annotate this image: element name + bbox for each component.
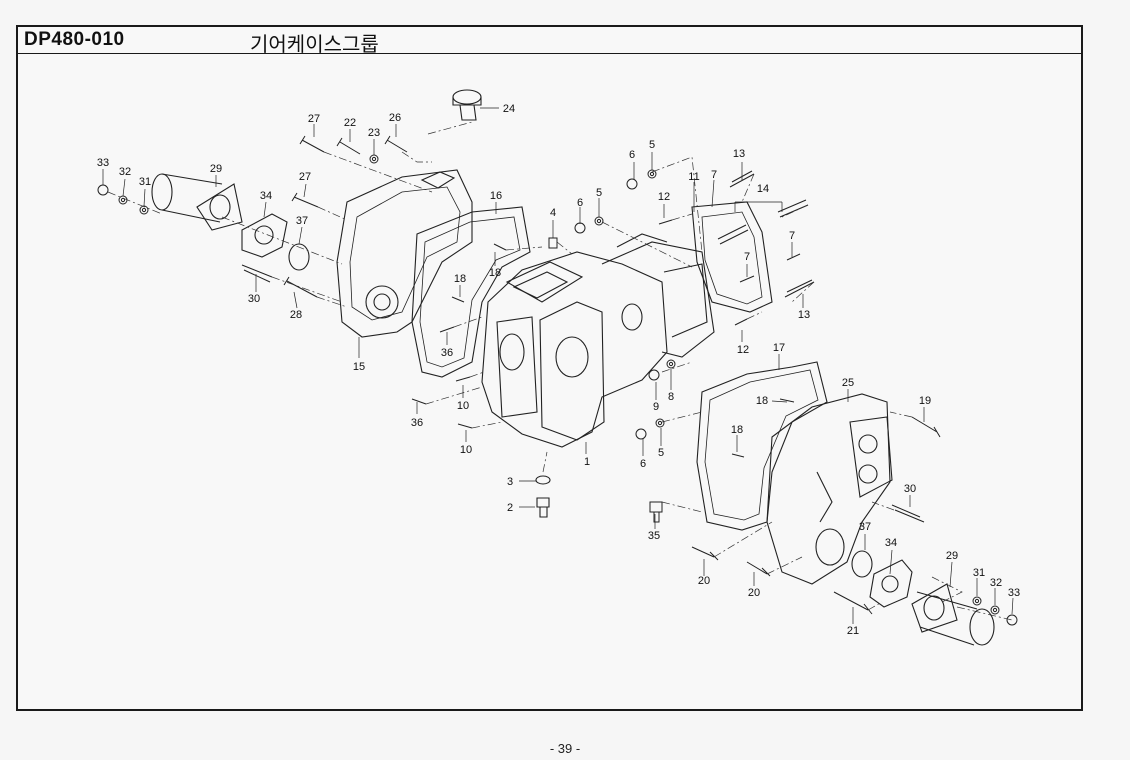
title-bar: DP480-010 기어케이스그룹 bbox=[18, 27, 1081, 56]
callout-32: 32 bbox=[119, 166, 131, 178]
callout-30: 30 bbox=[248, 293, 260, 305]
gasket-part-17 bbox=[696, 361, 828, 531]
o-ring-part-37-right bbox=[851, 550, 873, 578]
page-number: - 39 - bbox=[549, 741, 581, 756]
callout-37: 37 bbox=[296, 215, 308, 227]
callout-34: 34 bbox=[260, 190, 272, 202]
callout-16: 16 bbox=[490, 190, 502, 202]
drain-plug-part-2 bbox=[536, 497, 550, 518]
callout-22: 22 bbox=[344, 117, 356, 129]
callout-7: 7 bbox=[789, 230, 795, 242]
callout-33: 33 bbox=[97, 157, 109, 169]
callout-31: 31 bbox=[139, 176, 151, 188]
callout-25: 25 bbox=[842, 377, 854, 389]
callout-6: 6 bbox=[640, 458, 646, 470]
callout-35: 35 bbox=[648, 530, 660, 542]
callout-33: 33 bbox=[1008, 587, 1020, 599]
callout-28: 28 bbox=[290, 309, 302, 321]
drawing-frame: DP480-010 기어케이스그룹 bbox=[16, 25, 1083, 711]
callout-14: 14 bbox=[757, 183, 769, 195]
o-ring-part-37-left bbox=[288, 243, 310, 271]
callout-7: 7 bbox=[744, 251, 750, 263]
callout-32: 32 bbox=[990, 577, 1002, 589]
callout-20: 20 bbox=[748, 587, 760, 599]
callout-21: 21 bbox=[847, 625, 859, 637]
part-group-title: 기어케이스그룹 bbox=[250, 32, 379, 56]
callout-5: 5 bbox=[658, 447, 664, 459]
callout-18: 18 bbox=[731, 424, 743, 436]
callout-6: 6 bbox=[629, 149, 635, 161]
flange-cover-part-29-left bbox=[151, 173, 243, 231]
callout-3: 3 bbox=[507, 476, 513, 488]
callout-2: 2 bbox=[507, 502, 513, 514]
rear-cover-part-25 bbox=[766, 393, 893, 585]
callout-29: 29 bbox=[946, 550, 958, 562]
callout-12: 12 bbox=[737, 344, 749, 356]
filler-plug-part-24 bbox=[452, 89, 482, 121]
gear-case-housing-part bbox=[481, 233, 715, 448]
callout-13: 13 bbox=[733, 148, 745, 160]
callout-19: 19 bbox=[919, 395, 931, 407]
callout-18: 18 bbox=[454, 273, 466, 285]
callout-37: 37 bbox=[859, 521, 871, 533]
callout-8: 8 bbox=[668, 391, 674, 403]
callout-24: 24 bbox=[503, 103, 515, 115]
cover-plate-part-11 bbox=[691, 201, 773, 313]
callout-18: 18 bbox=[756, 395, 768, 407]
gasket-part-16 bbox=[411, 206, 531, 378]
part-group-code: DP480-010 bbox=[24, 29, 125, 50]
callout-5: 5 bbox=[649, 139, 655, 151]
callout-23: 23 bbox=[368, 127, 380, 139]
callout-4: 4 bbox=[550, 207, 556, 219]
callout-10: 10 bbox=[460, 444, 472, 456]
washer-part-3 bbox=[535, 475, 551, 485]
flange-gasket-part-34-left bbox=[241, 213, 288, 258]
callout-9: 9 bbox=[653, 401, 659, 413]
callout-numbers: 3332312934373028272722232624151618183636… bbox=[97, 103, 1020, 637]
side-cover-part-15 bbox=[336, 169, 473, 338]
callout-34: 34 bbox=[885, 537, 897, 549]
callout-36: 36 bbox=[441, 347, 453, 359]
callout-20: 20 bbox=[698, 575, 710, 587]
callout-10: 10 bbox=[457, 400, 469, 412]
callout-31: 31 bbox=[973, 567, 985, 579]
callout-6: 6 bbox=[577, 197, 583, 209]
callout-5: 5 bbox=[596, 187, 602, 199]
callout-27: 27 bbox=[299, 171, 311, 183]
callout-15: 15 bbox=[353, 361, 365, 373]
callout-1: 1 bbox=[584, 456, 590, 468]
callout-13: 13 bbox=[798, 309, 810, 321]
exploded-parts-diagram: 3332312934373028272722232624151618183636… bbox=[97, 89, 1020, 646]
callout-18: 18 bbox=[489, 267, 501, 279]
callout-17: 17 bbox=[773, 342, 785, 354]
callout-29: 29 bbox=[210, 163, 222, 175]
callout-30: 30 bbox=[904, 483, 916, 495]
flange-cover-part-29-right bbox=[911, 583, 995, 646]
callout-7: 7 bbox=[711, 169, 717, 181]
callout-12: 12 bbox=[658, 191, 670, 203]
callout-26: 26 bbox=[389, 112, 401, 124]
flange-gasket-part-34-right bbox=[869, 559, 913, 608]
callout-27: 27 bbox=[308, 113, 320, 125]
callout-11: 11 bbox=[688, 171, 699, 183]
callout-36: 36 bbox=[411, 417, 423, 429]
